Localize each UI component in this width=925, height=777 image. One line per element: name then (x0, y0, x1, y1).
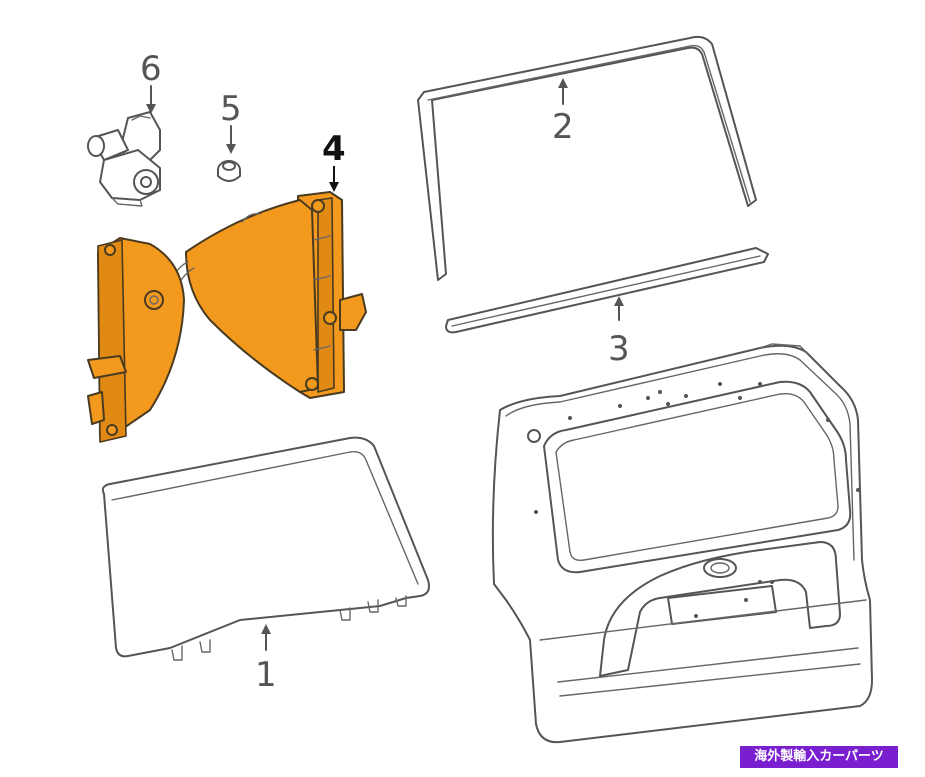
part-5-grommet (217, 160, 241, 182)
part-6-motor (87, 111, 161, 207)
callout-2: 2 (552, 78, 574, 147)
callout-3-label: 3 (608, 329, 630, 369)
part-1-back-glass (101, 436, 430, 661)
callout-6-label: 6 (140, 49, 162, 89)
watermark-badge: 海外製輸入カーパーツ (740, 746, 898, 768)
callout-4: 4 (322, 129, 346, 192)
callout-6: 6 (140, 49, 162, 114)
callout-5-label: 5 (220, 89, 242, 129)
callout-1: 1 (255, 624, 277, 695)
part-4-window-regulator (87, 191, 367, 443)
callout-4-label: 4 (322, 129, 346, 169)
part-2-upper-weatherstrip (417, 35, 757, 281)
liftgate-panel (491, 343, 873, 744)
callout-5: 5 (220, 89, 242, 154)
callout-2-label: 2 (552, 107, 574, 147)
callout-3: 3 (608, 296, 630, 369)
part-3-lower-weatherstrip (445, 247, 769, 334)
callout-1-label: 1 (255, 655, 277, 695)
